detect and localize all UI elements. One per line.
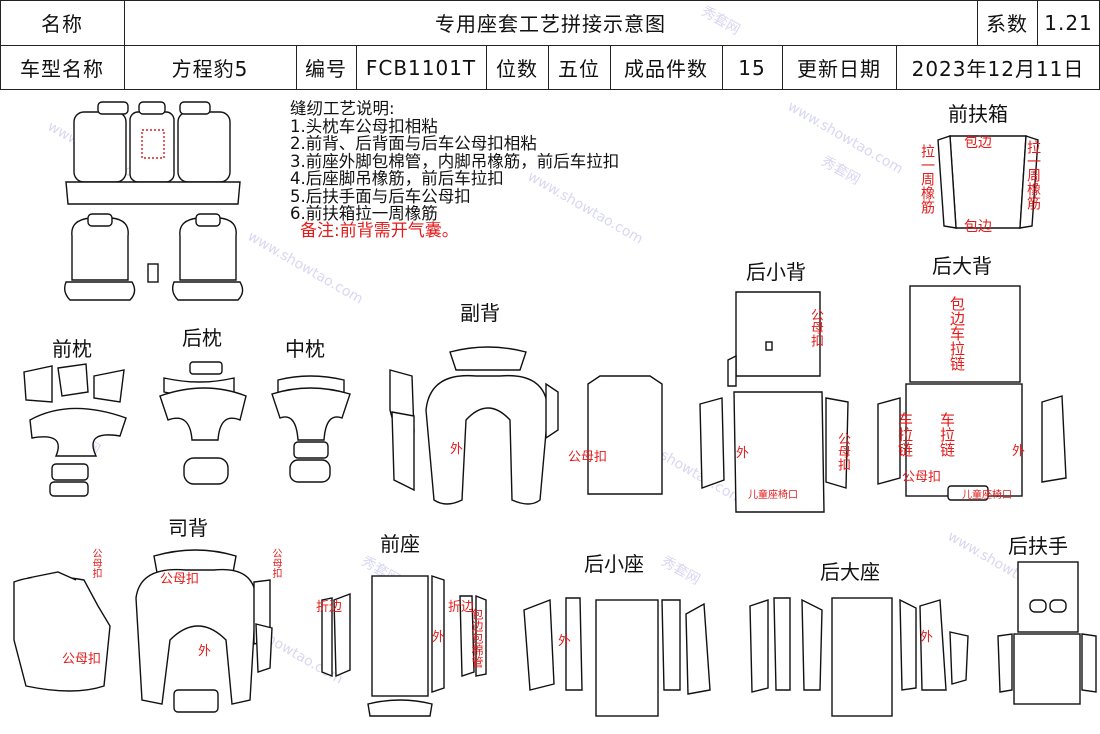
annotation-edge: 包边 <box>964 135 992 151</box>
name-label: 名称 <box>41 12 83 36</box>
car-overview-front-seats <box>63 213 244 301</box>
label-front-seat: 前座 <box>380 532 420 556</box>
annotation-child-seat: 儿童座椅口 <box>962 490 1012 501</box>
date-label: 更新日期 <box>797 57 881 81</box>
note-item: 5.后扶手面与后车公母扣 <box>290 186 471 206</box>
label-rear-armrest: 后扶手 <box>1008 534 1068 558</box>
rear-headrest-pattern <box>159 361 247 485</box>
middle-headrest-pattern <box>271 375 351 483</box>
note-item: 1.头枕车公母扣相粘 <box>290 116 438 136</box>
annotation-snap: 公母扣 <box>835 432 850 471</box>
label-front-headrest: 前枕 <box>52 337 92 361</box>
driver-back-pattern <box>13 549 273 713</box>
front-seat-pattern <box>321 575 487 717</box>
seats-label: 位数 <box>496 57 538 81</box>
page-title: 专用座套工艺拼接示意图 <box>435 12 666 36</box>
label-rear-small-seat: 后小座 <box>584 552 644 576</box>
annotation-outer: 外 <box>198 644 212 659</box>
annotation-outer: 外 <box>1012 444 1026 459</box>
annotation-snap: 公母扣 <box>90 548 101 578</box>
rear-small-seat-pattern <box>523 597 711 717</box>
annotation-snap: 公母扣 <box>568 450 608 465</box>
note-item: 4.后座脚吊橡筋，前后车拉扣 <box>290 169 504 188</box>
code-value: FCB1101T <box>365 55 477 80</box>
car-value: 方程豹5 <box>171 57 249 81</box>
note-item: 2.前背、后背面与后车公母扣相粘 <box>290 134 537 153</box>
front-headrest-pattern <box>23 363 127 497</box>
annotation-edge-zipper: 包边车拉链 <box>948 296 966 371</box>
annotation-child-seat: 儿童座椅口 <box>748 490 798 501</box>
rear-big-back-pattern <box>877 285 1067 501</box>
annotation-fold: 折边 <box>448 600 475 615</box>
label-sub-back: 副背 <box>460 301 500 325</box>
notes-remark: 备注:前背需开气囊。 <box>300 220 459 241</box>
coef-label: 系数 <box>986 12 1028 36</box>
annotation-edge-cotton: 包边包棉管 <box>470 608 484 668</box>
rear-big-seat-pattern <box>749 597 969 717</box>
pieces-label: 成品件数 <box>624 57 708 81</box>
sub-back-pattern <box>389 346 663 505</box>
annotation-outer: 外 <box>558 634 572 649</box>
coef-value: 1.21 <box>1044 10 1093 35</box>
header-table: 名称 专用座套工艺拼接示意图 系数 1.21 车型名称 方程豹5 编号 FCB1… <box>0 0 1100 90</box>
label-rear-big-seat: 后大座 <box>820 560 880 584</box>
notes-heading: 缝纫工艺说明: <box>290 99 395 118</box>
seats-value: 五位 <box>558 57 600 81</box>
annotation-fold: 折边 <box>316 600 343 615</box>
sewing-notes: 缝纫工艺说明: 1.头枕车公母扣相粘 2.前背、后背面与后车公母扣相粘 3.前座… <box>290 100 619 240</box>
car-overview-rear-bench <box>65 101 241 205</box>
label-rear-big-back: 后大背 <box>932 254 992 278</box>
rear-small-back-pattern <box>699 291 849 513</box>
note-item: 6.前扶箱拉一周橡筋 <box>290 204 438 223</box>
annotation-loop-elastic: 拉一周橡筋 <box>919 144 935 214</box>
annotation-snap: 公母扣 <box>808 308 823 347</box>
annotation-loop-elastic: 拉一周橡筋 <box>1025 140 1041 210</box>
label-driver-back: 司背 <box>168 516 208 540</box>
annotation-snap: 公母扣 <box>160 572 200 587</box>
label-rear-small-back: 后小背 <box>746 260 806 284</box>
annotation-snap: 公母扣 <box>902 470 942 485</box>
note-item: 3.前座外脚包棉管，内脚吊橡筋，前后车拉扣 <box>290 151 620 171</box>
annotation-snap: 公母扣 <box>62 652 102 667</box>
annotation-zipper: 车拉链 <box>896 412 914 457</box>
annotation-outer: 外 <box>450 442 464 457</box>
annotation-outer: 外 <box>432 630 446 645</box>
annotation-outer: 外 <box>920 630 934 645</box>
date-value: 2023年12月11日 <box>911 57 1085 81</box>
rear-armrest-pattern <box>997 561 1097 705</box>
label-middle-headrest: 中枕 <box>285 337 325 361</box>
front-armbox-pattern <box>937 135 1039 229</box>
label-rear-headrest: 后枕 <box>182 326 222 350</box>
annotation-zipper: 车拉链 <box>938 412 956 457</box>
annotation-edge: 包边 <box>964 219 992 235</box>
code-label: 编号 <box>305 57 347 81</box>
label-front-armbox: 前扶箱 <box>948 102 1008 126</box>
car-label: 车型名称 <box>20 57 104 81</box>
pieces-value: 15 <box>738 55 766 80</box>
annotation-snap: 公母扣 <box>270 548 281 578</box>
annotation-outer: 外 <box>736 446 750 461</box>
